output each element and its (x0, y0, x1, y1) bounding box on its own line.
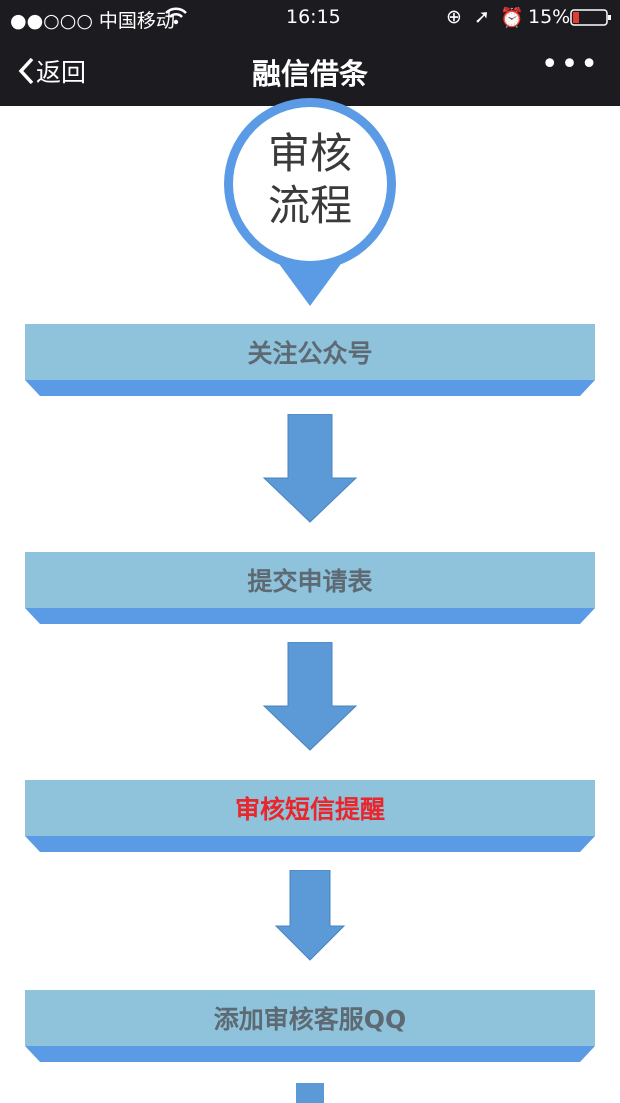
step-submit-application: 提交申请表 (25, 552, 595, 624)
badge-line-2: 流程 (267, 181, 352, 230)
carrier: ●●○○○ 中国移动 (10, 10, 175, 32)
location-icon: ➚ (474, 6, 490, 28)
more-button[interactable]: ••• (540, 47, 600, 82)
down-arrow-icon (296, 1083, 324, 1103)
step-label: 提交申请表 (25, 552, 595, 608)
battery-percent: 15% (528, 6, 571, 28)
badge-line-1: 审核 (267, 129, 352, 178)
badge-title: 审核 流程 (222, 128, 398, 232)
badge-pin (224, 98, 396, 306)
step-follow-account: 关注公众号 (25, 324, 595, 396)
chevron-left-icon (18, 57, 34, 85)
alarm-icon: ⏰ (500, 7, 524, 29)
down-arrow-icon (262, 642, 358, 751)
back-label: 返回 (36, 58, 87, 87)
back-button[interactable]: 返回 (16, 53, 86, 89)
step-review-sms: 审核短信提醒 (25, 780, 595, 852)
battery-icon (570, 9, 612, 31)
rotation-lock-icon: ⊕ (446, 6, 462, 28)
status-bar: ●●○○○ 中国移动 16:15 ⊕ ➚ ⏰ 15% (0, 0, 620, 35)
step-label: 添加审核客服QQ (25, 990, 595, 1046)
down-arrow-icon (262, 414, 358, 523)
clock: 16:15 (286, 6, 341, 28)
step-label: 关注公众号 (25, 324, 595, 380)
page-title: 融信借条 (251, 57, 368, 91)
step-add-qq: 添加审核客服QQ (25, 990, 595, 1062)
step-label: 审核短信提醒 (25, 780, 595, 836)
down-arrow-icon (274, 870, 346, 961)
wifi-icon (165, 7, 187, 30)
nav-bar: 返回 融信借条 ••• (0, 35, 620, 106)
